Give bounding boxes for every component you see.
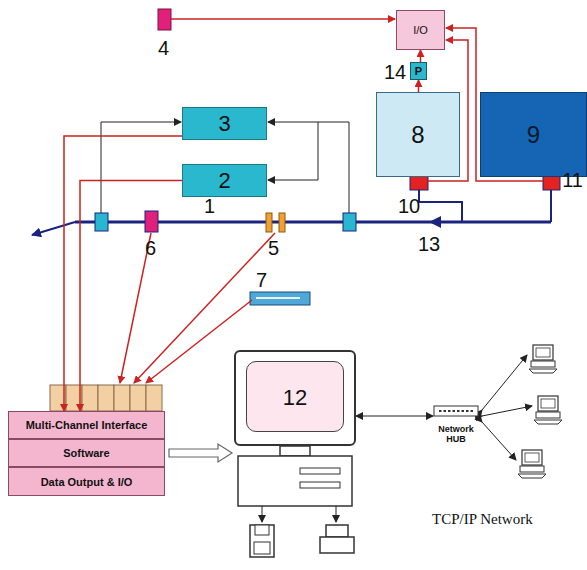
sensor [343, 213, 356, 231]
callout-number: 4 [158, 38, 169, 58]
network-computers [482, 345, 562, 478]
callout-number: 11 [562, 170, 583, 190]
callout-number: 5 [268, 238, 279, 258]
process-box: 3 [182, 107, 267, 140]
tank-box: 8 [376, 92, 460, 177]
printer [320, 525, 354, 553]
connector [356, 416, 433, 417]
node-text: Network HUB [432, 425, 480, 445]
computer-base [238, 446, 352, 522]
callout-number: 14 [384, 62, 406, 82]
node-text: 12 [283, 385, 307, 411]
node-text: I/O [413, 24, 428, 36]
io-box: I/O [396, 10, 445, 50]
floppy-disk [250, 525, 274, 557]
connector [64, 136, 182, 411]
hub-icon [433, 404, 479, 418]
node-text: 2 [218, 168, 230, 194]
output-band: Data Output & I/O [8, 467, 165, 496]
interface-band: Multi-Channel Interface [8, 411, 165, 439]
connector [80, 181, 182, 412]
tank-box: 9 [480, 92, 587, 177]
node-text: Multi-Channel Interface [26, 419, 148, 431]
connector [420, 50, 421, 62]
callout-number: 7 [256, 270, 267, 290]
callout-number: 1 [204, 196, 215, 216]
network-hub: Network HUB [420, 402, 492, 446]
callout-number: 10 [398, 196, 420, 216]
callout-number: 6 [145, 238, 156, 258]
node-text: 3 [218, 111, 230, 137]
network-label: TCP/IP Network [432, 512, 533, 527]
element-4 [158, 9, 171, 30]
pump-box: P [410, 62, 427, 80]
connector [418, 80, 419, 92]
flange [266, 213, 272, 232]
node-text: P [415, 65, 422, 77]
flange [279, 213, 285, 232]
software-band: Software [8, 439, 165, 467]
node-text: Data Output & I/O [41, 476, 133, 488]
pipe [32, 173, 551, 235]
node-text: 9 [527, 121, 540, 149]
connector [169, 444, 232, 462]
sensor [95, 213, 108, 231]
callout-number: 13 [418, 234, 440, 254]
input-channels [50, 385, 162, 411]
computer-monitor: 12 [234, 350, 356, 446]
device-7 [250, 292, 310, 305]
element-6 [145, 211, 158, 232]
process-box: 2 [182, 164, 267, 197]
node-text: Software [63, 447, 109, 459]
node-text: 8 [411, 121, 424, 149]
